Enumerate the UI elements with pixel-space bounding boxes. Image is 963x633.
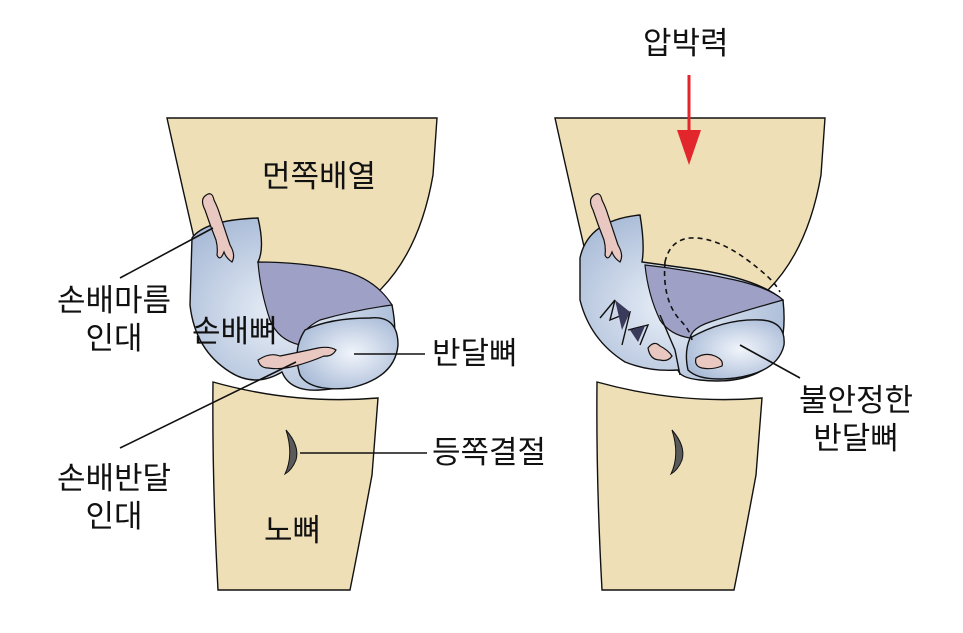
right-dashed-outline [663,237,781,341]
left-figure [119,117,438,591]
label-scapholunate-line2: 인대 [85,499,143,535]
left-lunate [296,317,399,390]
right-fracture-dark [615,300,645,342]
label-unstable-line2: 반달뼈 [813,421,899,457]
label-unstable-lunate: 불안정한 반달뼈 [786,382,926,458]
label-scapholunate-ligament: 손배반달 인대 [44,460,184,536]
label-lunate: 반달뼈 [432,336,518,372]
label-scaphoid: 손배뼈 [192,314,278,350]
right-articular-surface [644,264,785,339]
right-fracture-line [599,299,681,376]
right-figure [554,75,826,591]
right-scaphocapitate-ligament-shape [589,193,623,263]
left-radius [212,381,379,591]
label-scapholunate-line1: 손배반달 [56,461,172,497]
left-dorsal-notch [283,429,298,476]
label-dorsal-notch: 등쪽결절 [432,435,547,471]
label-scaphocapitate-line1: 손배마름 [56,283,172,319]
leader-unstable-lunate [739,344,801,379]
label-scaphocapitate-line2: 인대 [85,321,143,357]
right-ligament-fragment-a [647,342,673,362]
right-radius [596,381,763,591]
left-scaphocapitate-ligament-shape [201,193,235,263]
label-unstable-line1: 불안정한 [798,383,914,419]
leader-scapholunate [119,361,297,449]
right-dorsal-notch [669,429,684,476]
left-articular-surface [257,261,394,346]
label-compressive-force: 압박력 [643,26,729,62]
arrow-down-icon [677,75,701,165]
left-scapholunate-ligament-shape [257,346,337,370]
right-ligament-fragment-b [695,353,723,370]
label-radius: 노뼈 [264,513,322,549]
label-scaphocapitate-ligament: 손배마름 인대 [44,282,184,358]
label-distal-row: 먼쪽배열 [262,159,377,195]
leader-scaphocapitate [119,227,214,279]
